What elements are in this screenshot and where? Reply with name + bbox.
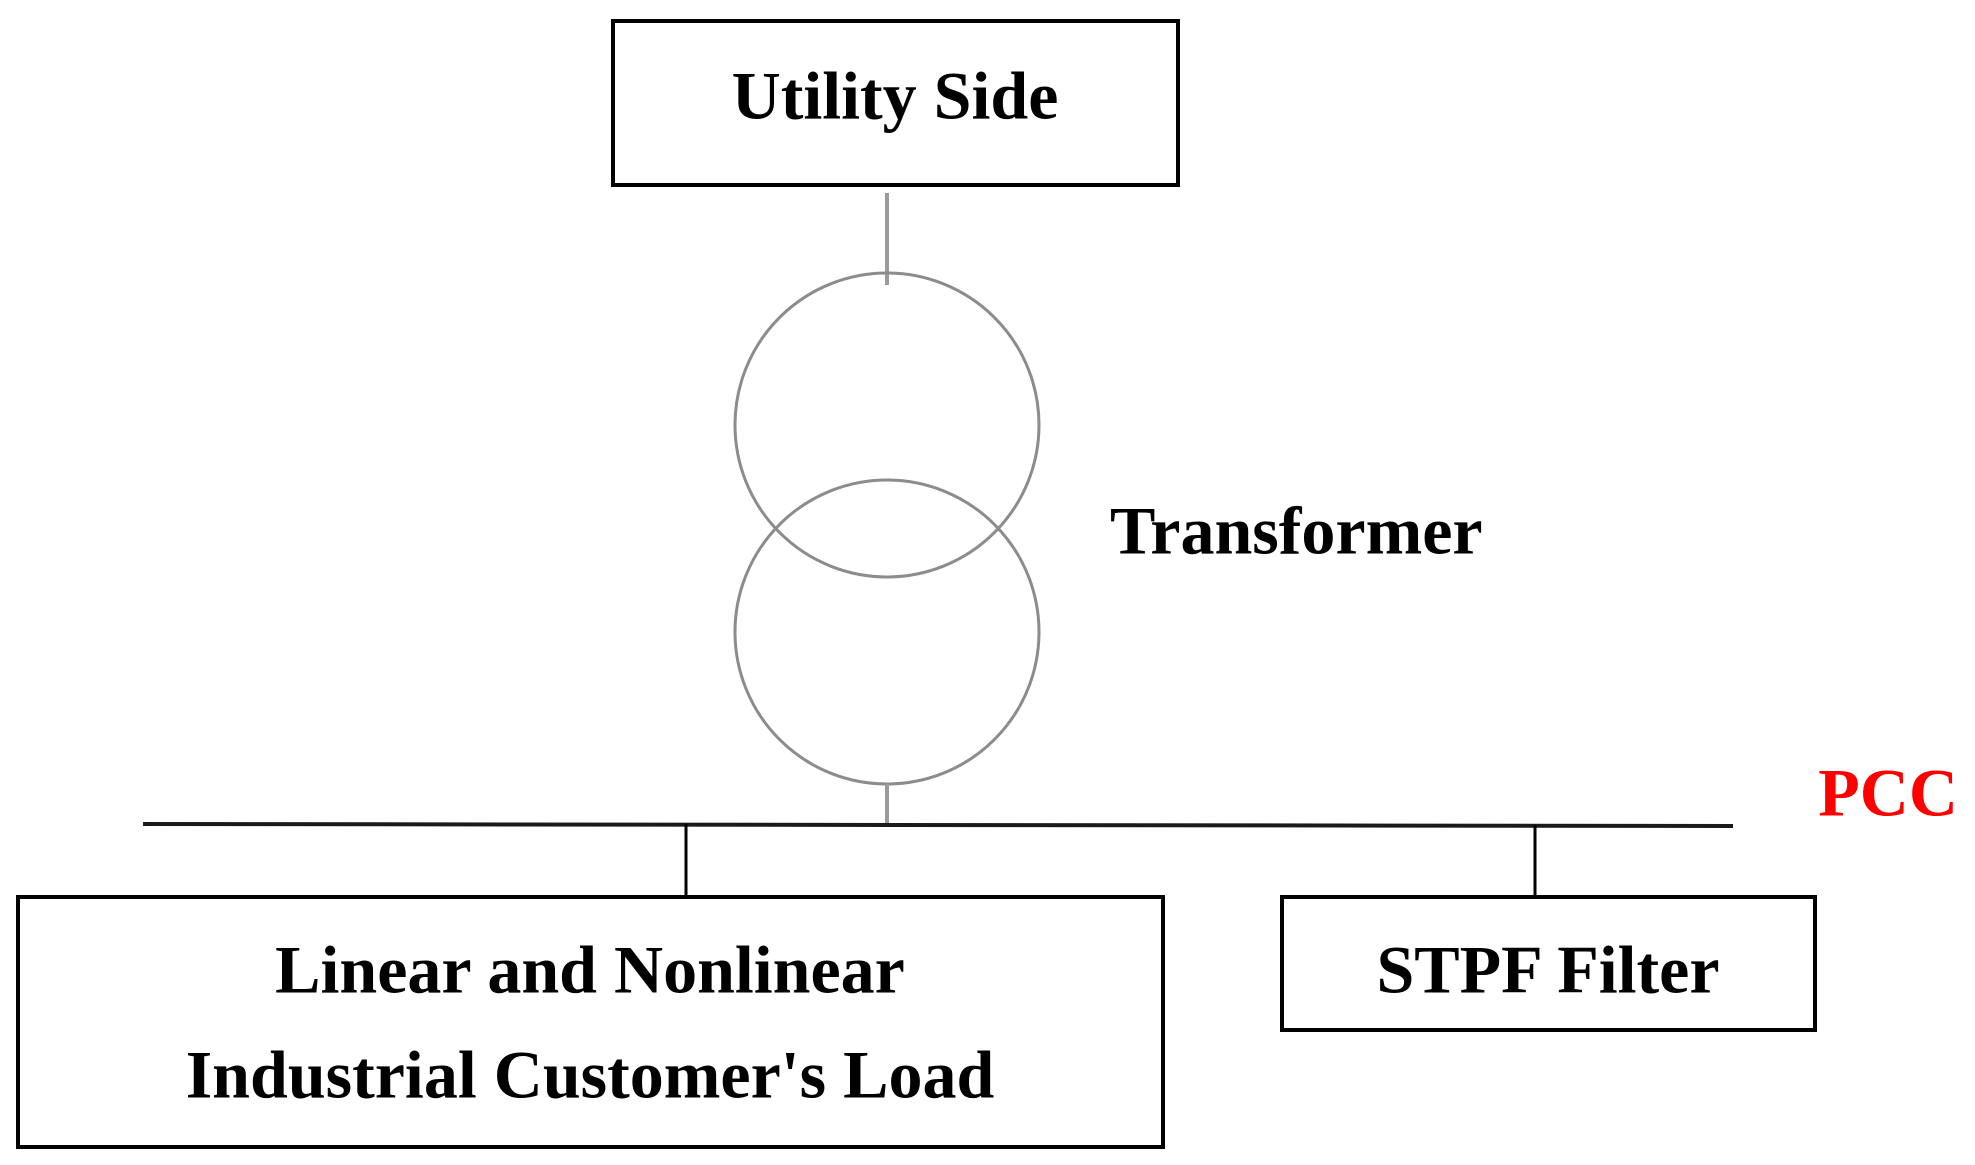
- utility-side-block: Utility Side: [611, 19, 1180, 187]
- transformer-label: Transformer: [1110, 493, 1483, 569]
- transformer-secondary-coil: [733, 478, 1041, 786]
- pcc-bus-line: [142, 822, 1734, 828]
- utility-side-label: Utility Side: [732, 58, 1059, 134]
- load-block: Linear and Nonlinear Industrial Customer…: [16, 895, 1165, 1149]
- load-label-line2: Industrial Customer's Load: [186, 1037, 995, 1113]
- filter-label: STPF Filter: [1376, 932, 1719, 1008]
- utility-side-box: [611, 19, 1180, 187]
- filter-box: [1280, 895, 1817, 1032]
- transformer-symbol: [733, 271, 1041, 786]
- transformer-primary-coil: [733, 271, 1041, 579]
- load-label-line1: Linear and Nonlinear: [275, 932, 905, 1008]
- pcc-label: PCC: [1818, 755, 1958, 831]
- load-box: [16, 895, 1165, 1149]
- filter-block: STPF Filter: [1280, 895, 1817, 1032]
